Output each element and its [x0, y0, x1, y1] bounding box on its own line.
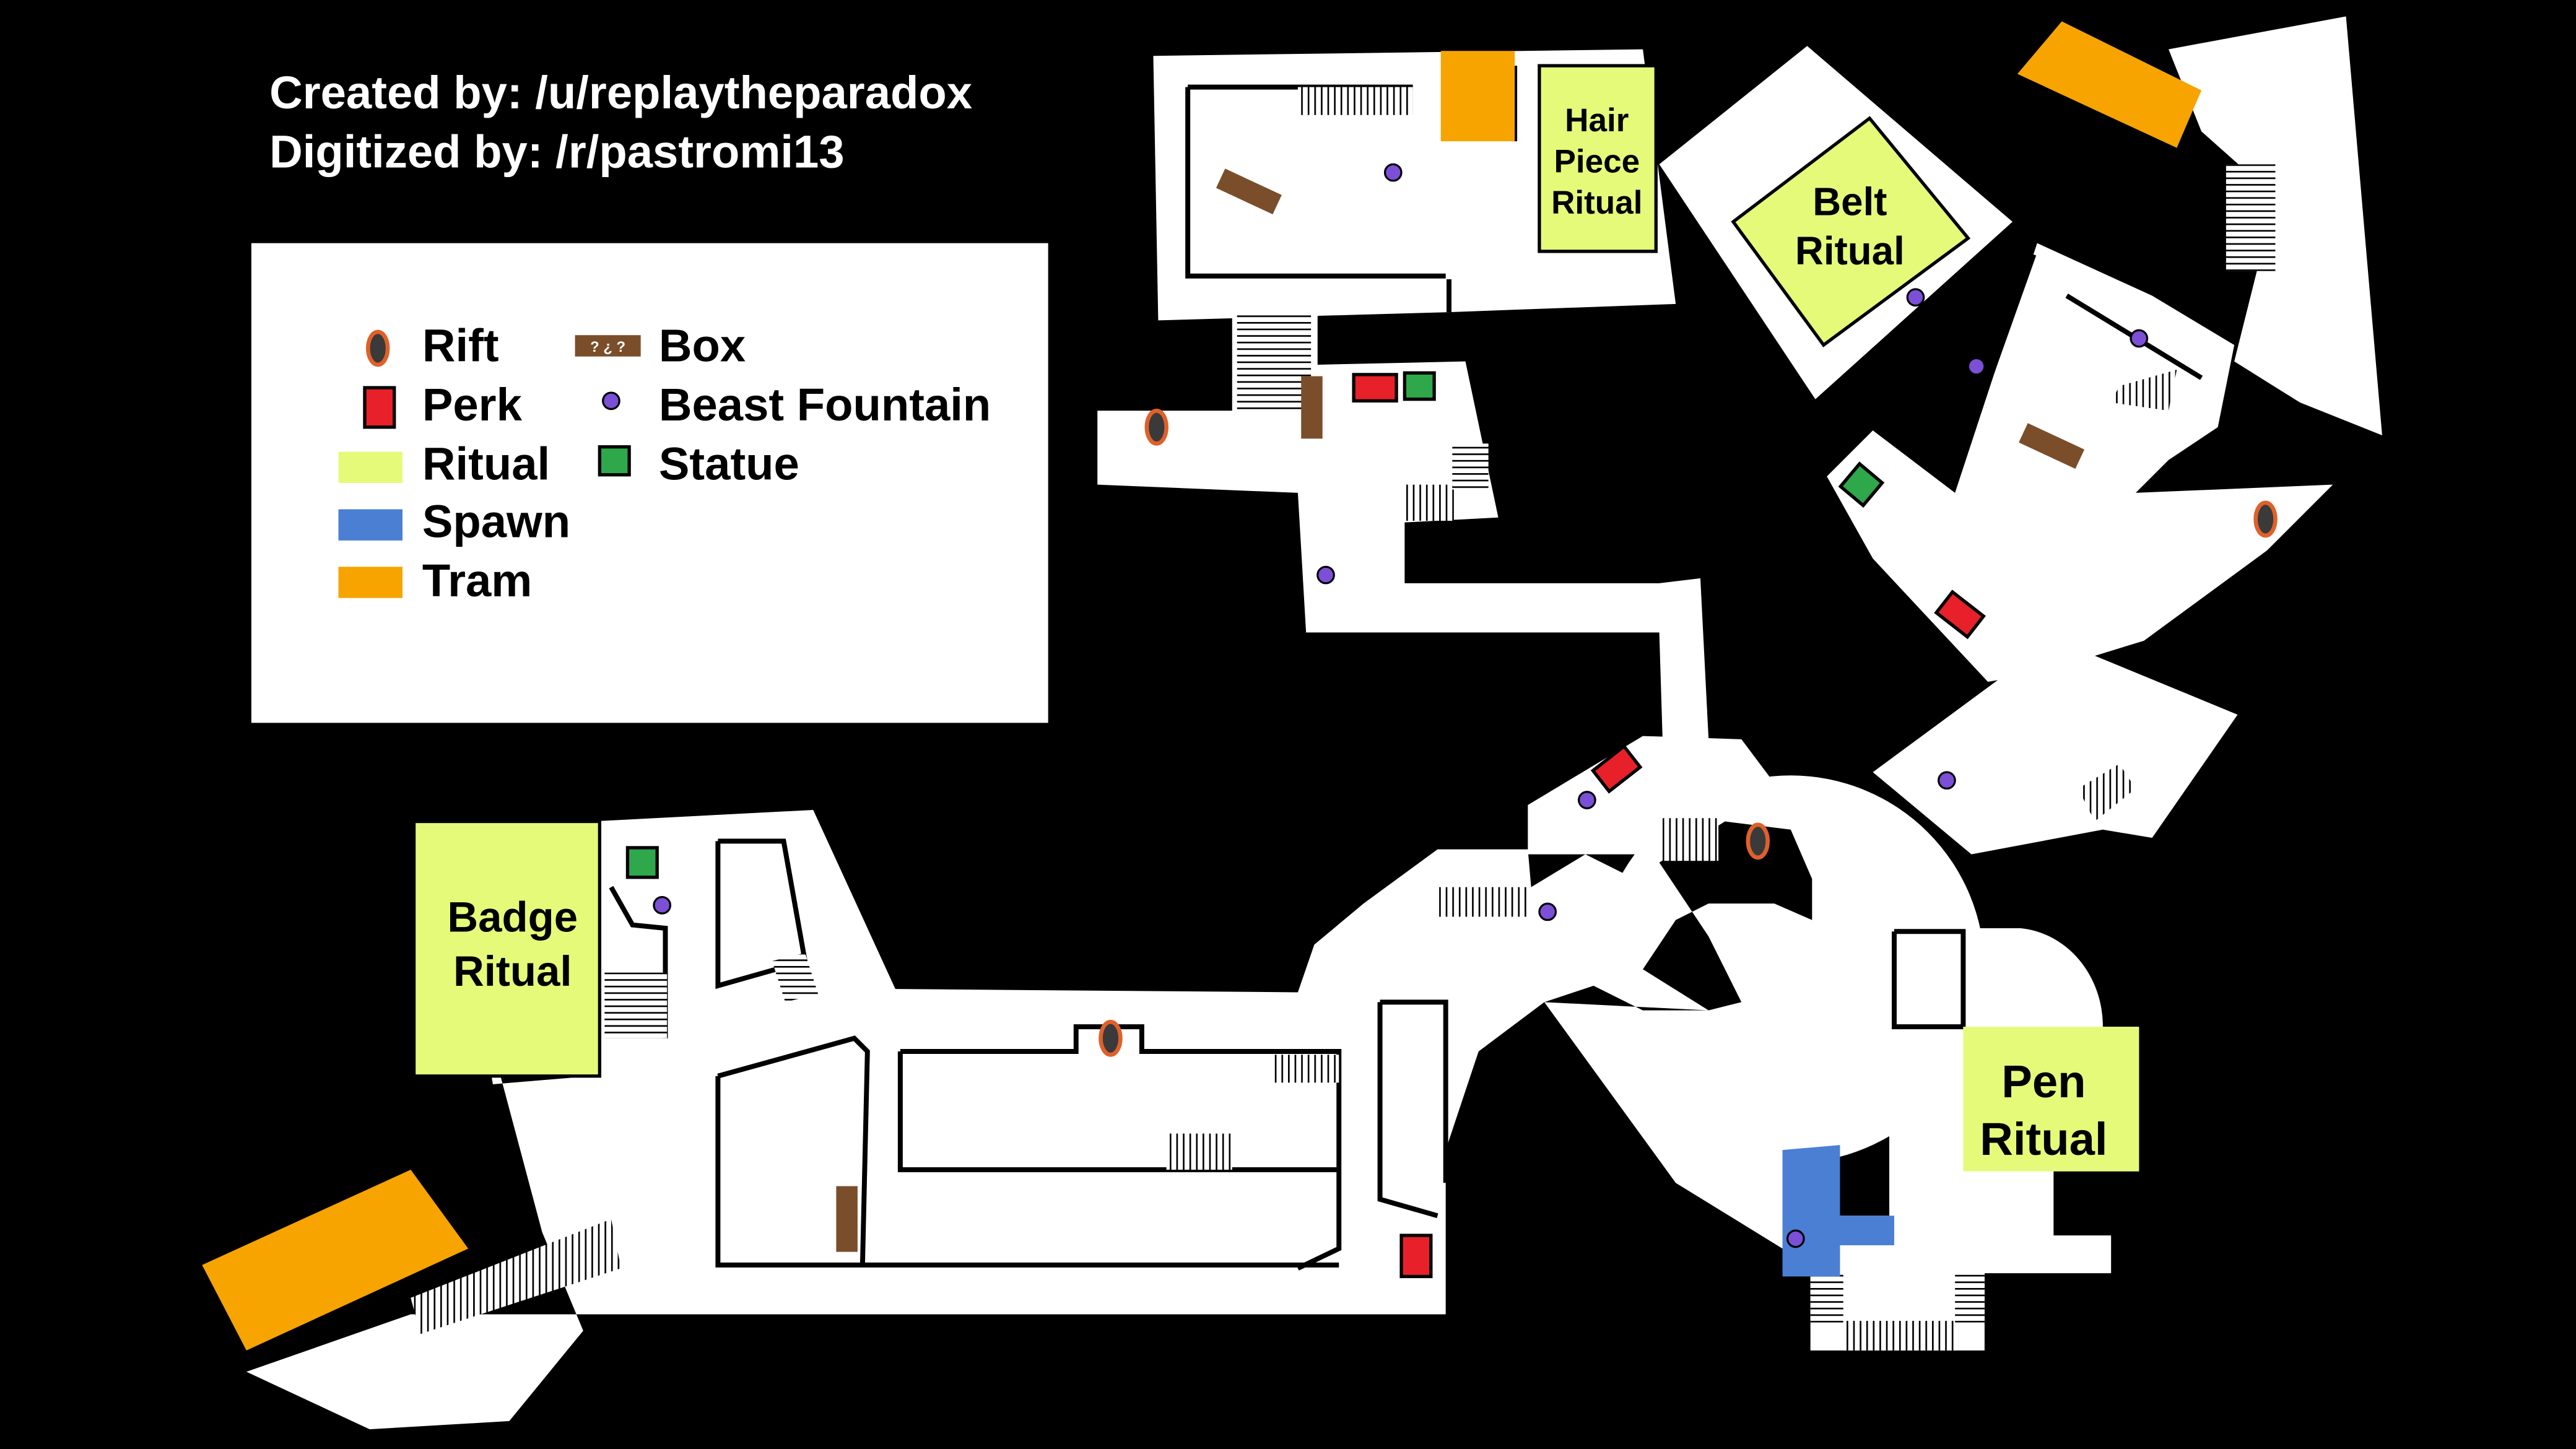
legend-spawn: Spawn — [422, 496, 570, 547]
spawn-area — [1782, 1145, 1894, 1277]
hair-ritual-line2: Piece — [1554, 144, 1640, 180]
hair-piece-ritual: Hair Piece Ritual — [1538, 64, 1658, 253]
tram-swatch — [338, 567, 402, 598]
tram-bottom-left — [202, 1169, 469, 1351]
rift-marker — [1147, 411, 1167, 443]
box-marker — [2019, 423, 2085, 469]
box-glyph: ? ¿ ? — [590, 339, 625, 355]
legend-perk: Perk — [422, 379, 523, 430]
beast-fountain-marker — [1383, 163, 1403, 182]
beast-fountain-marker — [2130, 329, 2149, 348]
pen-ritual-line2: Ritual — [1980, 1113, 2107, 1165]
rift-marker — [1101, 1022, 1121, 1055]
created-by-text: Created by: /u/replaytheparadox — [269, 67, 972, 118]
beast-fountain-marker — [1577, 791, 1596, 809]
hair-ritual-line3: Ritual — [1551, 185, 1642, 221]
badge-ritual-line1: Badge — [447, 893, 578, 941]
perk-marker — [1934, 590, 1986, 640]
spawn-swatch — [338, 509, 402, 541]
rift-marker — [2256, 503, 2276, 536]
box-marker — [1301, 376, 1323, 439]
beast-fountain-marker — [1538, 902, 1557, 921]
beast-fountain-marker — [1786, 1229, 1805, 1248]
legend-rift: Rift — [422, 320, 499, 372]
hair-ritual-line1: Hair — [1565, 102, 1629, 139]
statue-marker — [625, 846, 659, 879]
map-floor — [246, 16, 2382, 1430]
box-marker — [1216, 168, 1282, 215]
tram-top — [1440, 51, 1515, 142]
legend: Rift Perk Ritual Spawn Tram ? ¿ ? Box Be… — [251, 243, 1048, 723]
map-walls — [411, 66, 2276, 1351]
box-marker — [836, 1186, 858, 1252]
statue-icon — [598, 445, 631, 477]
pen-ritual-line1: Pen — [2001, 1056, 2086, 1107]
statue-marker — [1403, 371, 1436, 401]
beast-fountain-marker — [1906, 288, 1925, 307]
beast-fountain-icon — [602, 391, 620, 411]
belt-ritual: Belt Ritual — [1731, 116, 1971, 347]
legend-tram: Tram — [422, 555, 533, 606]
perk-marker — [1352, 373, 1398, 402]
legend-box: Box — [659, 320, 746, 372]
digitized-by-text: Digitized by: /r/pastromi13 — [269, 126, 845, 178]
legend-beast-fountain: Beast Fountain — [659, 379, 991, 430]
perk-marker — [1590, 744, 1643, 794]
beast-fountain-marker — [653, 895, 672, 915]
badge-ritual-line2: Ritual — [453, 947, 572, 995]
perk-marker — [1399, 1234, 1433, 1279]
belt-ritual-line1: Belt — [1812, 180, 1887, 224]
rift-icon — [368, 332, 388, 365]
tram-top-right — [2017, 21, 2202, 148]
statue-marker — [1838, 461, 1885, 508]
perk-icon — [363, 386, 396, 429]
legend-statue: Statue — [659, 438, 799, 490]
beast-fountain-marker — [1938, 771, 1956, 790]
pen-ritual: Pen Ritual — [1963, 1027, 2139, 1172]
belt-ritual-line2: Ritual — [1795, 229, 1905, 273]
ritual-swatch — [338, 451, 402, 483]
rift-marker — [1748, 825, 1768, 858]
beast-fountain-marker — [1316, 565, 1335, 585]
box-icon — [575, 335, 641, 357]
beast-fountain-marker — [1967, 357, 1986, 376]
legend-ritual: Ritual — [422, 438, 550, 490]
badge-ritual: Badge Ritual — [412, 819, 602, 1078]
